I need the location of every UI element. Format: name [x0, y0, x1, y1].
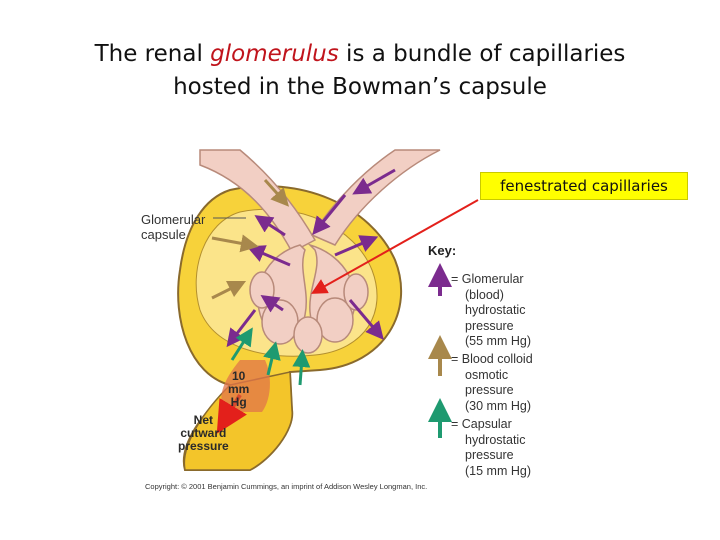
key-item-colloid: = Blood colloid osmotic pressure (30 mm … [451, 352, 533, 414]
glomerular-capsule-label: Glomerular capsule [141, 212, 205, 242]
net-outward-pressure-label: Net cutward pressure [178, 414, 229, 453]
key-item-capsular: = Capsular hydrostatic pressure (15 mm H… [451, 417, 531, 479]
net-pressure-value: 10 mm Hg [228, 370, 249, 409]
key-item-glomerular: = Glomerular (blood) hydrostatic pressur… [451, 272, 531, 350]
copyright-notice: Copyright: © 2001 Benjamin Cummings, an … [145, 482, 427, 491]
key-title: Key: [428, 243, 456, 258]
fenestrated-capillaries-callout: fenestrated capillaries [480, 172, 688, 200]
